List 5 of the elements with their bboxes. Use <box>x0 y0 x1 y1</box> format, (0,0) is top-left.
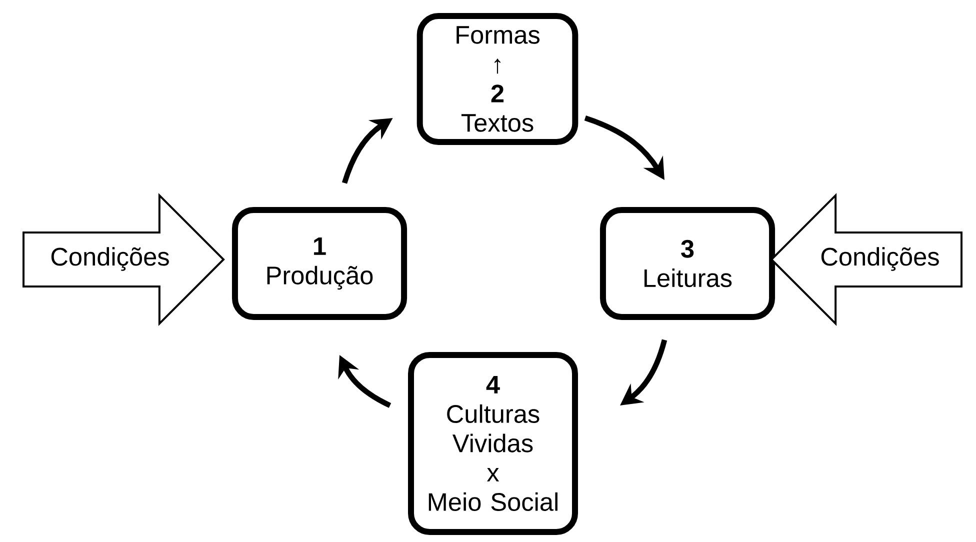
process-box: 1 Produção <box>232 207 408 320</box>
process-box: 4 Culturas Vividas x Meio Social <box>408 352 578 536</box>
process-box: 3 Leituras <box>600 207 776 320</box>
node-label: Condições <box>821 247 939 271</box>
process-box: Formas ↑ 2 Textos <box>416 13 578 145</box>
